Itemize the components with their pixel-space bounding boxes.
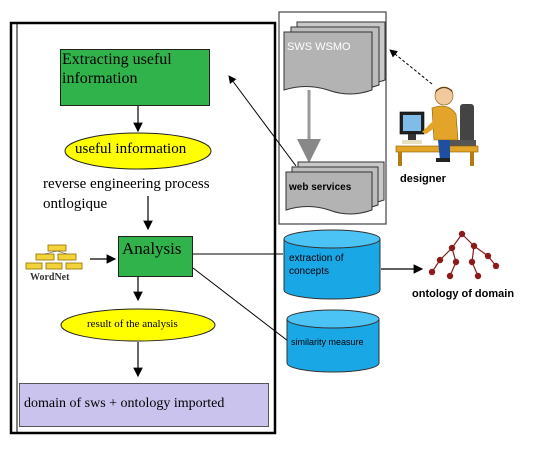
- web-services-label: web services: [289, 182, 352, 193]
- sws-frame: [278, 11, 387, 225]
- ontology-label: ontology of domain: [412, 288, 515, 300]
- extraction-database-cylinder-icon: [283, 229, 381, 300]
- wordnet-icon: [25, 244, 83, 270]
- domain-box: domain of sws + ontology imported: [19, 383, 269, 427]
- result-ellipse: [60, 308, 216, 342]
- analysis-label: Analysis: [122, 239, 182, 258]
- process-label-line1: reverse engineering process: [43, 176, 210, 192]
- designer-label: designer: [400, 173, 446, 185]
- arrow-webservices-to-extract: [228, 75, 297, 167]
- useful-information-label: useful information: [75, 141, 187, 157]
- sws-wsmo-label: SWS WSMO: [287, 41, 351, 53]
- extraction-label-line1: extraction of: [289, 253, 344, 264]
- designer-person-icon: [395, 86, 479, 166]
- domain-label: domain of sws + ontology imported: [24, 396, 225, 411]
- similarity-label: similarity measure: [291, 337, 364, 347]
- analysis-box: Analysis: [118, 236, 193, 277]
- useful-information-ellipse: [64, 132, 212, 170]
- extracting-label-line2: information: [62, 70, 138, 87]
- result-label: result of the analysis: [87, 318, 178, 330]
- sws-wsmo-document-stack-icon: [283, 21, 386, 95]
- similarity-database-cylinder-icon: [286, 309, 380, 373]
- extracting-label-line1: Extracting useful: [62, 51, 172, 68]
- process-frame: [9, 21, 277, 435]
- ontology-tree-icon: [428, 230, 500, 280]
- web-services-document-stack-icon: [285, 161, 385, 215]
- wordnet-label: WordNet: [30, 272, 70, 283]
- line-analysis-to-similarity: [192, 267, 289, 342]
- extracting-useful-information-box: Extracting useful information: [60, 49, 210, 106]
- arrow-designer-to-sws: [389, 49, 433, 85]
- extraction-label-line2: concepts: [289, 266, 330, 277]
- process-label-line2: ontlogique: [43, 196, 108, 212]
